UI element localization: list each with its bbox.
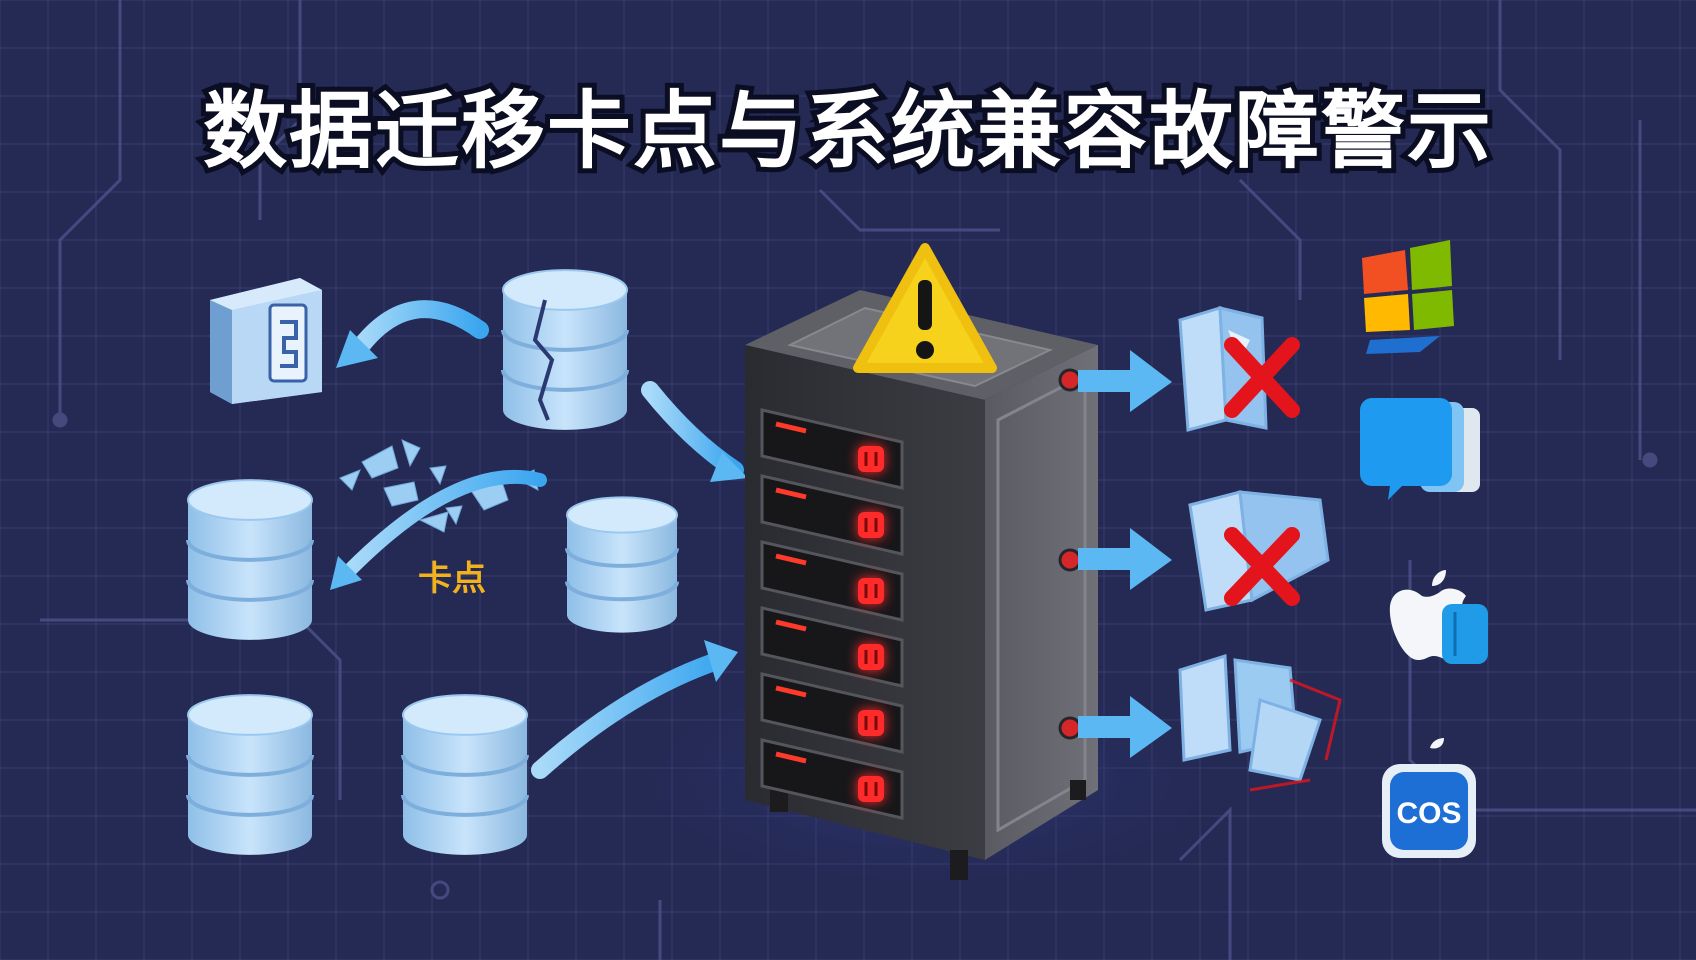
broken-block-3 [1178,653,1342,792]
database-broken [565,496,679,633]
data-fragments [339,439,539,533]
port-led [1058,548,1082,572]
output-arrow-3 [1078,696,1172,758]
stuck-label: 卡点 [418,559,486,599]
server-bay [760,606,904,688]
cos-label: COS [1396,797,1461,830]
document-box-icon [210,278,322,404]
apple-finder-icon [1389,570,1488,664]
port-led [1058,368,1082,392]
arrow-heads [330,330,748,682]
server-bay [760,540,904,622]
cos-app-icon: COS [1382,738,1476,858]
windows-logo-icon [1362,240,1454,354]
database-left-middle [186,479,314,640]
output-arrow-2 [1078,528,1172,590]
database-group [186,269,679,855]
output-arrows [1078,350,1172,758]
warning-icon [853,243,997,373]
broken-block-2 [1188,490,1330,612]
server-bay [760,408,904,490]
server-rack [745,290,1098,880]
diagram-title: 数据迁移卡点与系统兼容故障警示 [203,82,1493,180]
server-bay [760,738,904,820]
database-top [501,269,629,430]
database-crack [532,299,555,421]
error-x-icon-1 [1224,337,1300,418]
output-arrow-1 [1078,350,1172,412]
database-left-bottom [186,694,314,855]
server-bays [760,408,904,820]
server-bay [760,672,904,754]
server-bay [760,474,904,556]
error-x-icon-2 [1224,527,1300,606]
arrow-bottom-to-server [531,651,729,779]
arrow-to-left-db [343,470,547,577]
arrow-to-document [349,300,489,359]
port-led [1058,716,1082,740]
database-bottom [401,694,529,855]
chat-app-icon [1360,398,1480,500]
